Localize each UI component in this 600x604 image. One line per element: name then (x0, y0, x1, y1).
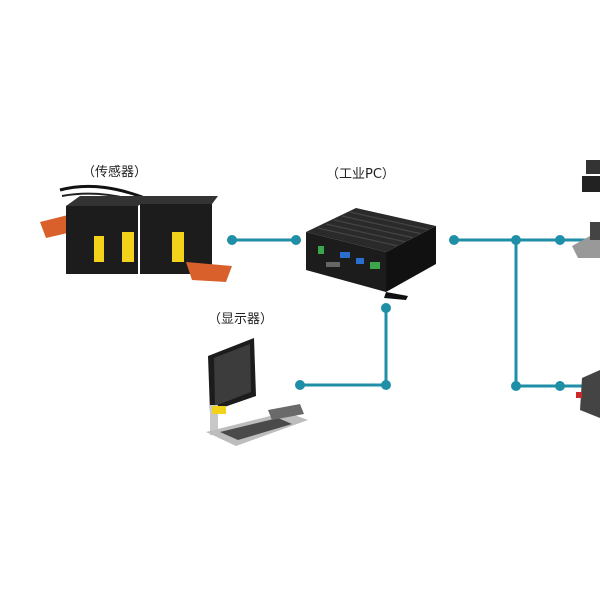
link-pc-display (300, 308, 388, 387)
link-branch-lower (514, 240, 600, 388)
controller-box-icon (576, 370, 600, 418)
connection-nodes (227, 235, 565, 391)
laser-sensor-icon (40, 184, 232, 282)
node (555, 381, 565, 391)
industrial-pc-icon (306, 208, 436, 300)
node (295, 380, 305, 390)
node (381, 303, 391, 313)
display-label: （显示器） (208, 312, 274, 327)
industrial-pc-label: （工业PC） (326, 167, 395, 182)
robot-arm-icon (572, 160, 600, 258)
node (511, 235, 521, 245)
monitor-keyboard-icon (206, 338, 308, 446)
node (381, 380, 391, 390)
node (291, 235, 301, 245)
sensor-label: （传感器） (82, 165, 148, 180)
node (449, 235, 459, 245)
node (511, 381, 521, 391)
node (227, 235, 237, 245)
node (555, 235, 565, 245)
